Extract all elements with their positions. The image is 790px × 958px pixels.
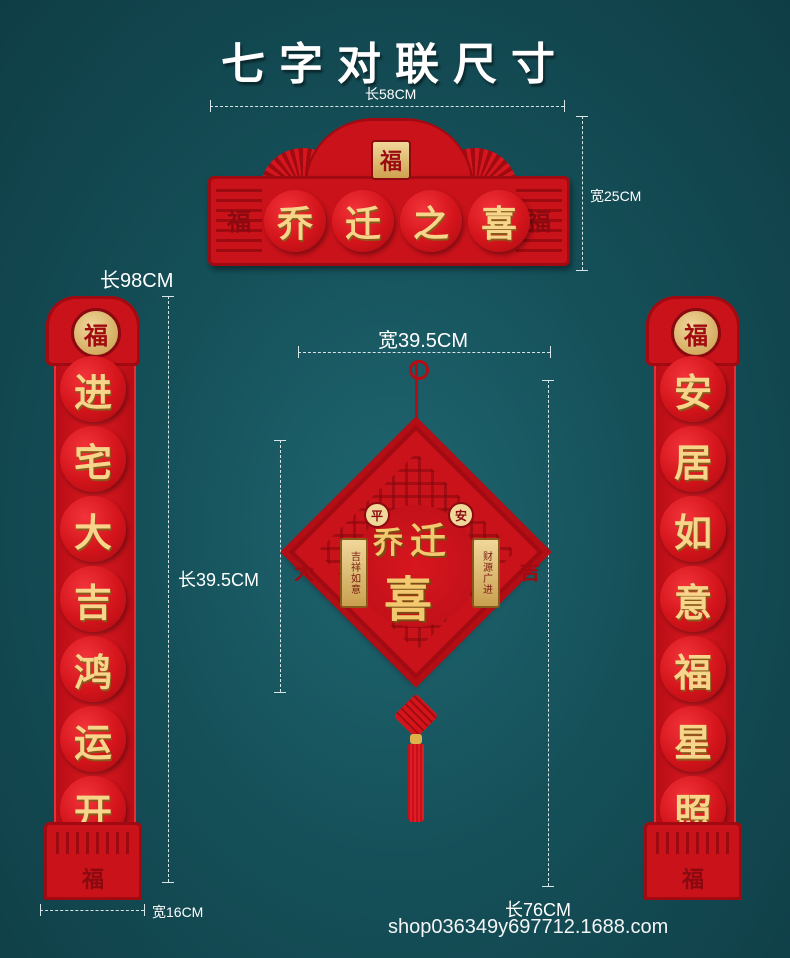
couplet-char-disc: 星 <box>660 706 726 772</box>
ornament-width-tick-left <box>298 346 299 358</box>
ornament-height-label: 长39.5CM <box>178 570 260 590</box>
plaque-char-disc: 之 <box>400 190 462 252</box>
plaque-height-tick-top <box>576 116 588 117</box>
plaque-width-line <box>210 106 564 107</box>
fu-badge: 福 <box>71 308 121 358</box>
plaque-height-line <box>582 116 583 270</box>
couplet-char-disc: 吉 <box>60 566 126 632</box>
ornament-width-tick-right <box>550 346 551 358</box>
plaque-side-fu-right: 福 <box>527 207 551 236</box>
tassel <box>408 744 424 822</box>
couplet-char-disc: 居 <box>660 426 726 492</box>
shop-watermark: shop036349y697712.1688.com <box>388 916 669 938</box>
ornament-width-line <box>298 352 550 353</box>
foot-fu: 福 <box>681 867 704 893</box>
plaque-side-lattice-left <box>216 188 262 252</box>
left-length-tick-top <box>162 296 174 297</box>
right-length-tick-bottom <box>542 886 554 887</box>
plaque-char-disc: 喜 <box>468 190 530 252</box>
foot-lattice <box>56 832 130 854</box>
ornament-height-tick-top <box>274 440 286 441</box>
ornament-coin-right: 安 <box>448 502 474 528</box>
couplet-char-disc: 福 <box>660 636 726 702</box>
left-length-tick-bottom <box>162 882 174 883</box>
plaque-side-fu-left: 福 <box>227 207 251 236</box>
foot-lattice <box>656 832 730 854</box>
couplet-char-disc: 如 <box>660 496 726 562</box>
gold-bead <box>410 734 422 744</box>
right-couplet: 福 安 居 如 意 福 星 照 福 <box>644 296 742 900</box>
left-couplet-length-label: 长98CM <box>100 270 174 292</box>
ornament-width-label: 宽39.5CM <box>378 330 469 352</box>
couplet-char-disc: 安 <box>660 356 726 422</box>
couplet-char-disc: 鸿 <box>60 636 126 702</box>
page-title: 七字对联尺寸 <box>221 39 569 90</box>
plaque-char-disc: 迁 <box>332 190 394 252</box>
ornament-char-qiao: 乔 <box>373 526 403 561</box>
couplet-char-disc: 进 <box>60 356 126 422</box>
left-couplet-width-line <box>40 910 144 911</box>
couplet-foot: 福 <box>44 822 142 900</box>
couplet-char-disc: 大 <box>60 496 126 562</box>
left-couplet-width-label: 宽16CM <box>152 904 204 920</box>
ornament-height-tick-bottom <box>274 692 286 693</box>
couplet-char-disc: 宅 <box>60 426 126 492</box>
plaque-width-label: 长58CM <box>365 86 417 102</box>
plaque-height-label: 宽25CM <box>590 188 642 204</box>
plaque-height-tick-bottom <box>576 270 588 271</box>
couplet-char-disc: 意 <box>660 566 726 632</box>
chinese-knot <box>393 693 439 739</box>
couplet-foot: 福 <box>644 822 742 900</box>
top-plaque: 福 福 福 乔 迁 之 喜 <box>208 118 570 266</box>
right-length-tick-top <box>542 380 554 381</box>
left-couplet-length-line <box>168 296 169 882</box>
hanging-cord <box>415 362 418 460</box>
right-couplet-length-line <box>548 380 549 886</box>
hanging-loop <box>409 360 429 380</box>
ornament-side-left: 大 <box>294 560 314 584</box>
ornament-tag-left: 吉祥如意 <box>340 538 368 608</box>
foot-fu: 福 <box>81 867 104 893</box>
plaque-width-tick-left <box>210 100 211 112</box>
ornament-char-qian: 迁 <box>410 520 447 562</box>
ornament-coin-left: 平 <box>364 502 390 528</box>
ornament-height-line <box>280 440 281 692</box>
right-couplet-length-label: 长76CM <box>505 900 572 920</box>
ornament-side-right: 吉 <box>520 560 540 584</box>
ornament-char-xi: 喜 <box>384 572 433 628</box>
ornament-tag-right: 财源广进 <box>472 538 500 608</box>
plaque-width-tick-right <box>564 100 565 112</box>
plaque-char-disc: 乔 <box>264 190 326 252</box>
fu-badge: 福 <box>671 308 721 358</box>
left-couplet: 福 进 宅 大 吉 鸿 运 开 福 <box>44 296 142 900</box>
left-width-tick-right <box>144 904 145 916</box>
left-width-tick-left <box>40 904 41 916</box>
couplet-char-disc: 运 <box>60 706 126 772</box>
plaque-fu-badge: 福 <box>371 140 411 180</box>
